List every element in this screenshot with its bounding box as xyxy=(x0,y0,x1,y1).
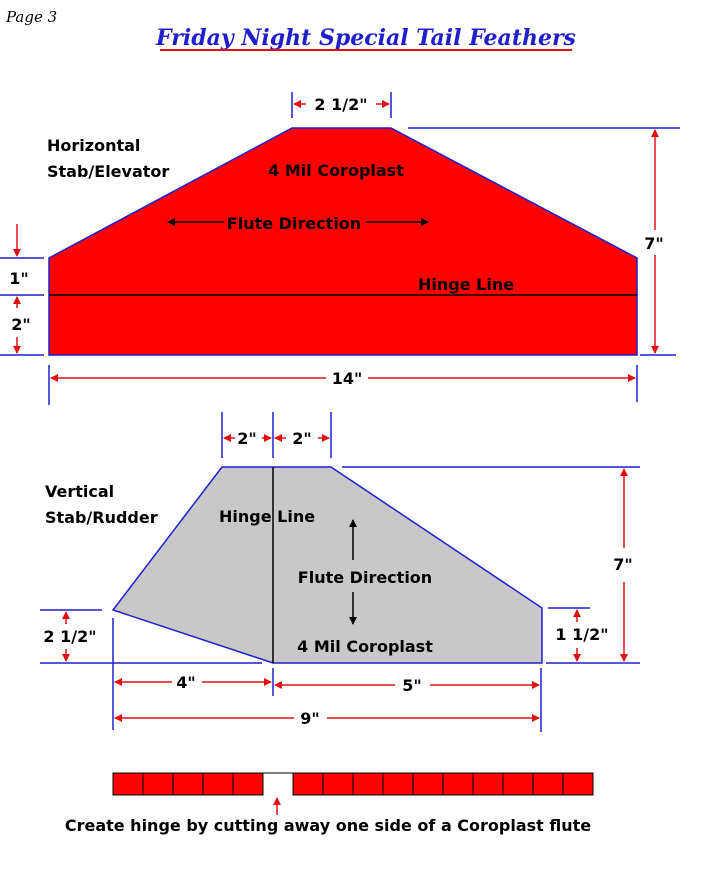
vertical-dim-width: 9" xyxy=(300,709,319,728)
flute-cell xyxy=(502,772,534,796)
page-label: Page 3 xyxy=(5,8,57,26)
cut-away-flute xyxy=(263,773,293,797)
horizontal-dim-left-top: 1" xyxy=(9,269,28,288)
horizontal-dim-height: 7" xyxy=(644,234,663,253)
flute-cell xyxy=(202,772,234,796)
flute-cell xyxy=(382,772,414,796)
flute-cell xyxy=(142,772,174,796)
vertical-dim-bottom-right: 5" xyxy=(402,676,421,695)
flute-cell xyxy=(562,772,594,796)
vertical-dim-bottom-left: 4" xyxy=(176,673,195,692)
flute-cell xyxy=(112,772,144,796)
horizontal-dim-left-bottom: 2" xyxy=(11,315,30,334)
page-title: Friday Night Special Tail Feathers xyxy=(155,25,576,51)
horizontal-dim-top: 2 1/2" xyxy=(314,95,367,114)
flute-cell xyxy=(412,772,444,796)
vertical-dim-right: 1 1/2" xyxy=(555,625,608,644)
flute-cell xyxy=(442,772,474,796)
horizontal-material-label: 4 Mil Coroplast xyxy=(268,161,404,180)
flute-cell xyxy=(322,772,354,796)
vertical-material-label: 4 Mil Coroplast xyxy=(297,637,433,656)
horizontal-flute-label: Flute Direction xyxy=(227,214,361,233)
flute-cell xyxy=(532,772,564,796)
horizontal-label-2: Stab/Elevator xyxy=(47,162,169,181)
vertical-stab-shape xyxy=(111,466,543,664)
flute-cell xyxy=(292,772,324,796)
hinge-detail-strip xyxy=(112,772,594,797)
vertical-flute-label: Flute Direction xyxy=(298,568,432,587)
flute-cell xyxy=(232,772,264,796)
vertical-dim-height: 7" xyxy=(613,555,632,574)
vertical-hinge-label: Hinge Line xyxy=(219,507,315,526)
vertical-dim-left: 2 1/2" xyxy=(43,627,96,646)
vertical-dim-top-right: 2" xyxy=(292,429,311,448)
horizontal-stab-shape xyxy=(48,127,638,356)
vertical-label-2: Stab/Rudder xyxy=(45,508,158,527)
vertical-dim-top-left: 2" xyxy=(237,429,256,448)
flute-cell xyxy=(472,772,504,796)
flute-cell xyxy=(172,772,204,796)
horizontal-label-1: Horizontal xyxy=(47,136,140,155)
hinge-caption: Create hinge by cutting away one side of… xyxy=(65,816,591,835)
horizontal-hinge-label: Hinge Line xyxy=(418,275,514,294)
vertical-label-1: Vertical xyxy=(45,482,114,501)
flute-cell xyxy=(352,772,384,796)
horizontal-dim-width: 14" xyxy=(332,369,363,388)
